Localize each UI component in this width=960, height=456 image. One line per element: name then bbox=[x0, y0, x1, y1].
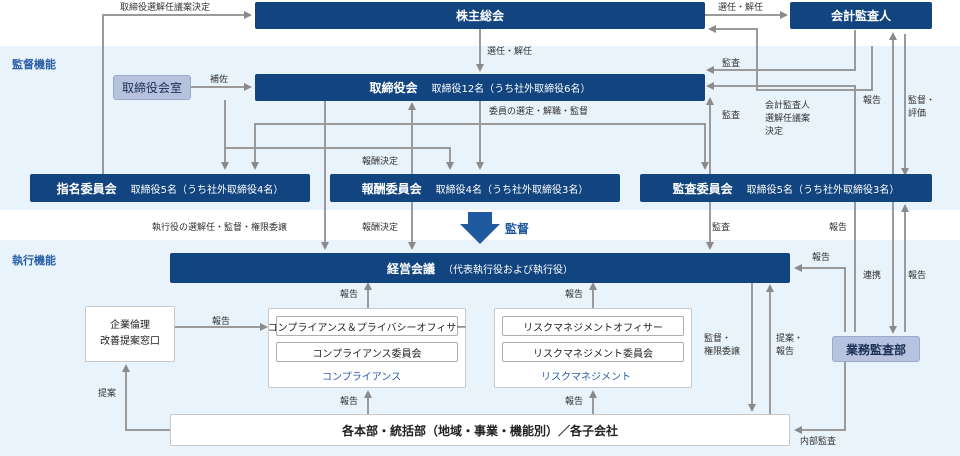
risk-officer: リスクマネジメントオフィサー bbox=[502, 316, 684, 336]
supervise-eval-label-1: 監督・ bbox=[908, 96, 936, 106]
compliance-committee: コンプライアンス委員会 bbox=[276, 342, 458, 362]
report-ac-label: 報告 bbox=[829, 223, 848, 233]
audit-committee-title: 監査委員会 bbox=[672, 181, 733, 196]
oversight-label: 監督 bbox=[505, 222, 530, 236]
shareholders-meeting-box: 株主総会 bbox=[255, 2, 705, 29]
board-office-box: 取締役会室 bbox=[113, 75, 191, 100]
board-subtitle: 取締役12名（うち社外取締役6名） bbox=[431, 84, 591, 95]
compensation-title: 報酬委員会 bbox=[361, 181, 422, 196]
compliance-label: コンプライアンス bbox=[322, 372, 402, 383]
exec-appoint-label: 執行役の選解任・監督・権限委譲 bbox=[152, 223, 288, 233]
cooperation-label: 連携 bbox=[863, 271, 882, 281]
elect-dismiss-board-label: 選任・解任 bbox=[487, 47, 533, 57]
audit-board-label: 監査 bbox=[722, 59, 741, 69]
nomination-committee-box: 指名委員会 取締役5名（うち社外取締役4名） bbox=[30, 174, 310, 202]
ethics-line2: 改善提案窓口 bbox=[100, 336, 160, 347]
board-title: 取締役会 bbox=[369, 81, 418, 95]
compensation-committee-box: 報酬委員会 取締役4名（うち社外取締役3名） bbox=[330, 174, 620, 202]
supervise-delegate-label-1: 監督・ bbox=[704, 334, 732, 344]
report-risk-div-label: 報告 bbox=[565, 397, 584, 407]
report-comp-up-label: 報告 bbox=[340, 290, 359, 300]
internal-audit-title: 業務監査部 bbox=[845, 342, 906, 357]
supervise-delegate-label-2: 権限委譲 bbox=[704, 347, 741, 357]
internal-audit-label: 内部監査 bbox=[800, 437, 837, 447]
auditor-proposal-label-1: 会計監査人 bbox=[765, 101, 811, 111]
board-of-directors-box: 取締役会 取締役12名（うち社外取締役6名） bbox=[255, 74, 705, 101]
ethics-hotline-box: 企業倫理 改善提案窓口 bbox=[85, 306, 175, 362]
audit-committee-box: 監査委員会 取締役5名（うち社外取締役3名） bbox=[640, 174, 932, 202]
management-meeting-box: 経営会議 （代表執行役および執行役） bbox=[170, 253, 790, 283]
report-comp-div-label: 報告 bbox=[340, 397, 359, 407]
comp-decision-top-label: 報酬決定 bbox=[362, 157, 399, 167]
nomination-subtitle: 取締役5名（うち社外取締役4名） bbox=[130, 184, 284, 196]
management-subtitle: （代表執行役および執行役） bbox=[443, 264, 573, 276]
management-title: 経営会議 bbox=[386, 261, 435, 276]
risk-label: リスクマネジメント bbox=[541, 372, 631, 383]
accounting-auditor-title: 会計監査人 bbox=[830, 9, 891, 23]
divisions-box: 各本部・統括部（地域・事業・機能別）／各子会社 bbox=[170, 414, 790, 446]
proposal-label: 提案 bbox=[98, 389, 117, 399]
compliance-officer: コンプライアンス＆プライバシーオフィサー bbox=[268, 316, 466, 336]
internal-audit-box: 業務監査部 bbox=[832, 336, 920, 362]
committee-members-label: 委員の選定・解職・監督 bbox=[489, 107, 589, 117]
report-ethics-label: 報告 bbox=[212, 317, 231, 327]
report-risk-up-label: 報告 bbox=[565, 290, 584, 300]
audit-committee-subtitle: 取締役5名（うち社外取締役3名） bbox=[746, 184, 900, 196]
ethics-line1: 企業倫理 bbox=[110, 320, 150, 331]
proposal-report-label-1: 提案・ bbox=[776, 334, 804, 344]
board-office-title: 取締役会室 bbox=[121, 81, 182, 95]
divisions-title: 各本部・統括部（地域・事業・機能別）／各子会社 bbox=[341, 423, 618, 438]
execution-label: 執行機能 bbox=[12, 254, 56, 267]
auditor-proposal-label-3: 決定 bbox=[765, 127, 784, 137]
elect-dismiss-auditor-label: 選任・解任 bbox=[718, 3, 764, 13]
comp-decision-bottom-label: 報酬決定 bbox=[362, 223, 399, 233]
shareholders-meeting-title: 株主総会 bbox=[455, 9, 504, 23]
nomination-title: 指名委員会 bbox=[56, 181, 117, 196]
supervise-eval-label-2: 評価 bbox=[908, 109, 927, 119]
supervision-label: 監督機能 bbox=[12, 58, 56, 71]
audit-mid-label: 監査 bbox=[722, 111, 741, 121]
audit-exec-label: 監査 bbox=[712, 223, 731, 233]
report-mgmt-label: 報告 bbox=[812, 253, 831, 263]
auditor-proposal-label-2: 選解任議案 bbox=[765, 114, 811, 124]
accounting-auditor-box: 会計監査人 bbox=[790, 2, 932, 29]
oversight-arrow-icon bbox=[460, 212, 500, 244]
director-proposal-label: 取締役選解任議案決定 bbox=[120, 3, 211, 13]
compensation-subtitle: 取締役4名（うち社外取締役3名） bbox=[435, 184, 589, 196]
report-ia-label: 報告 bbox=[908, 271, 927, 281]
report-auditor-label: 報告 bbox=[863, 96, 882, 106]
support-label: 補佐 bbox=[210, 75, 229, 85]
risk-committee: リスクマネジメント委員会 bbox=[502, 342, 684, 362]
proposal-report-label-2: 報告 bbox=[776, 347, 795, 357]
